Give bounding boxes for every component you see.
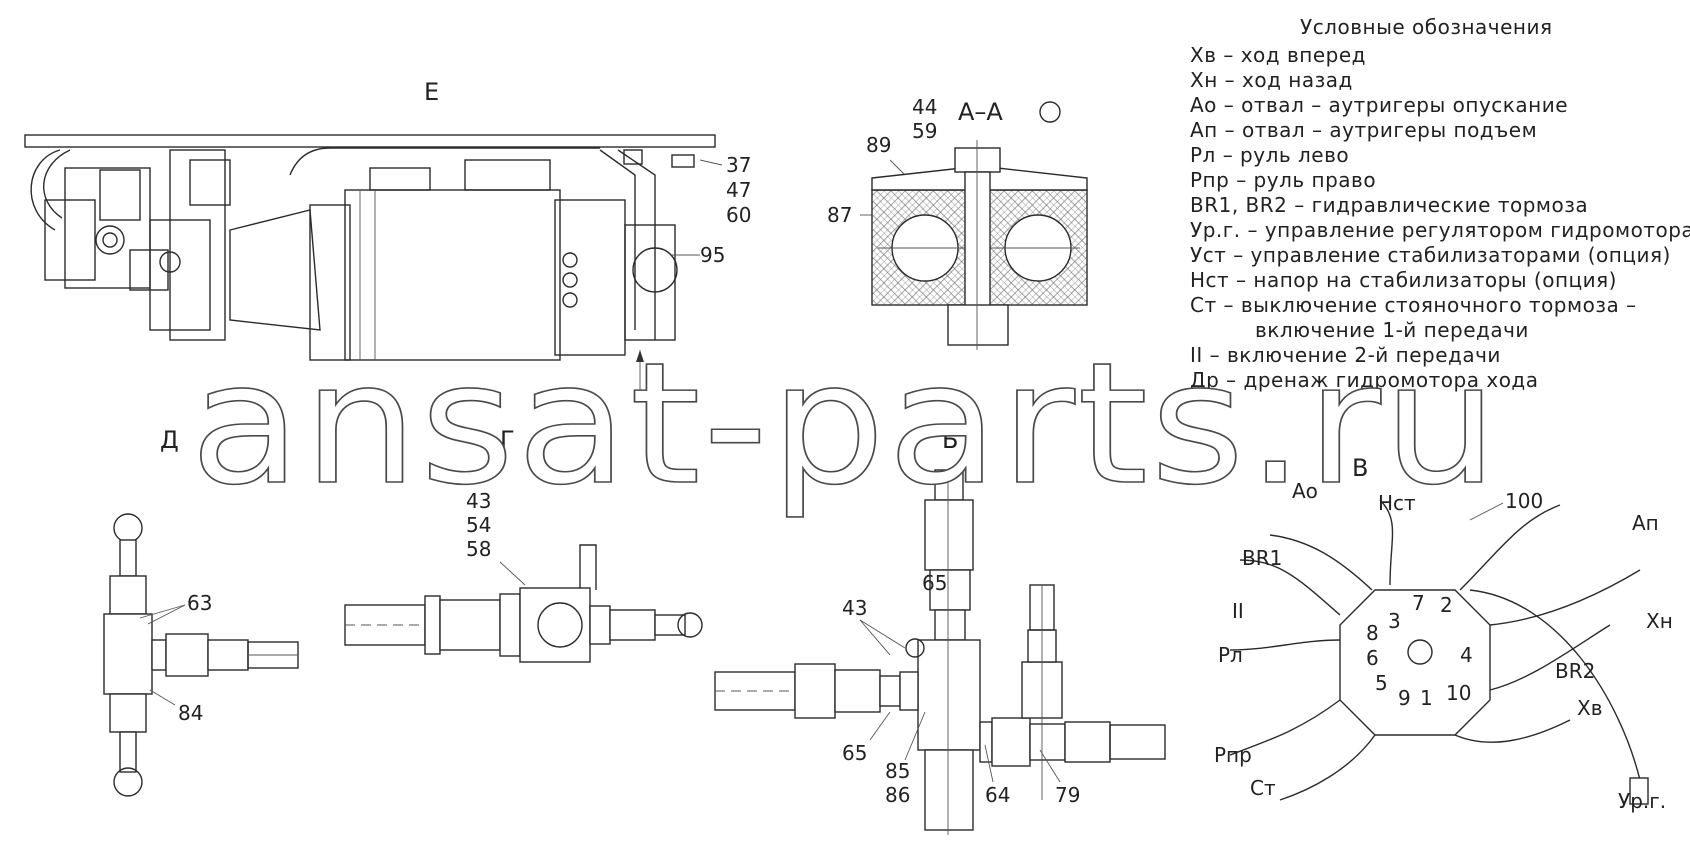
callout-43b: 43 (842, 596, 867, 620)
callout-64: 64 (985, 783, 1010, 807)
legend-item: Рл – руль лево (1190, 143, 1349, 167)
callout-86: 86 (885, 783, 910, 807)
section-a-a: 44 59 А–А 89 87 (827, 95, 1088, 350)
port-ii: II (1232, 599, 1244, 623)
port-xv: Хв (1577, 696, 1603, 720)
legend-item: Нст – напор на стабилизаторы (опция) (1190, 268, 1617, 292)
port-nst: Нст (1378, 491, 1416, 515)
port-st: Ст (1250, 776, 1276, 800)
port-rl: Рл (1218, 643, 1243, 667)
section-title: А–А (958, 98, 1003, 126)
legend-item: Ст – выключение стояночного тормоза – (1190, 293, 1637, 317)
view-label-b: Б (942, 426, 958, 454)
port-ap: Ап (1632, 511, 1659, 535)
legend-item: Ао – отвал – аутригеры опускание (1190, 93, 1568, 117)
view-v: В 100 Ао Нст Ап BR1 II Хн Рл BR2 Хв Рпр … (1214, 454, 1673, 813)
legend-item: Рпр – руль право (1190, 168, 1376, 192)
view-b: Б 65 43 65 85 86 64 (714, 426, 1166, 835)
port-urg: Ур.г. (1618, 789, 1666, 813)
rotate-icon (1039, 101, 1061, 123)
view-g: Г 43 54 58 (344, 426, 703, 663)
port-br2: BR2 (1555, 659, 1595, 683)
port-br1: BR1 (1242, 546, 1282, 570)
pump-assembly-view: Е (24, 78, 751, 401)
port-digit: 2 (1440, 593, 1453, 617)
callout-65: 65 (922, 571, 947, 595)
legend-item: Хв – ход вперед (1190, 43, 1366, 67)
view-label-d: Д (160, 426, 179, 454)
legend-item: Др – дренаж гидромотора хода (1190, 368, 1539, 392)
port-digit: 6 (1366, 646, 1379, 670)
callout-85: 85 (885, 759, 910, 783)
legend-item: BR1, BR2 – гидравлические тормоза (1190, 193, 1588, 217)
legend-item: включение 1-й передачи (1255, 318, 1529, 342)
callout-84: 84 (178, 701, 203, 725)
callout-43: 43 (466, 489, 491, 513)
view-label-v: В (1352, 454, 1368, 482)
callout-60: 60 (726, 203, 751, 227)
legend-title: Условные обозначения (1300, 15, 1553, 39)
port-digit: 7 (1412, 591, 1425, 615)
watermark: ansat-parts.ru (190, 326, 1500, 522)
port-digit: 1 (1420, 686, 1433, 710)
legend-item: Ур.г. – управление регулятором гидромото… (1190, 218, 1690, 242)
callout-37: 37 (726, 153, 751, 177)
legend-item: II – включение 2-й передачи (1190, 343, 1501, 367)
legend-item: Уст – управление стабилизаторами (опция) (1190, 243, 1671, 267)
port-xn: Хн (1646, 609, 1673, 633)
port-digit: 3 (1388, 609, 1401, 633)
legend-item: Хн – ход назад (1190, 68, 1353, 92)
callout-100: 100 (1505, 489, 1543, 513)
port-ao: Ао (1292, 479, 1318, 503)
port-digit: 9 (1398, 686, 1411, 710)
callout-87: 87 (827, 203, 852, 227)
legend-item: Ап – отвал – аутригеры подъем (1190, 118, 1537, 142)
callout-79: 79 (1055, 783, 1080, 807)
view-label-e: Е (424, 78, 439, 106)
callout-44: 44 (912, 95, 937, 119)
callout-59: 59 (912, 119, 937, 143)
port-digit: 8 (1366, 621, 1379, 645)
port-digit: 4 (1460, 643, 1473, 667)
port-digit: 10 (1446, 681, 1471, 705)
callout-65b: 65 (842, 741, 867, 765)
port-digit: 5 (1375, 671, 1388, 695)
port-rpr: Рпр (1214, 743, 1252, 767)
view-d: Д 63 84 (103, 426, 299, 797)
callout-95: 95 (700, 243, 725, 267)
callout-54: 54 (466, 513, 491, 537)
legend: Условные обозначения Хв – ход вперед Хн … (1190, 15, 1690, 392)
callout-63: 63 (187, 591, 212, 615)
callout-58: 58 (466, 537, 491, 561)
callout-89: 89 (866, 133, 891, 157)
callout-47: 47 (726, 178, 751, 202)
view-label-g: Г (500, 426, 515, 454)
